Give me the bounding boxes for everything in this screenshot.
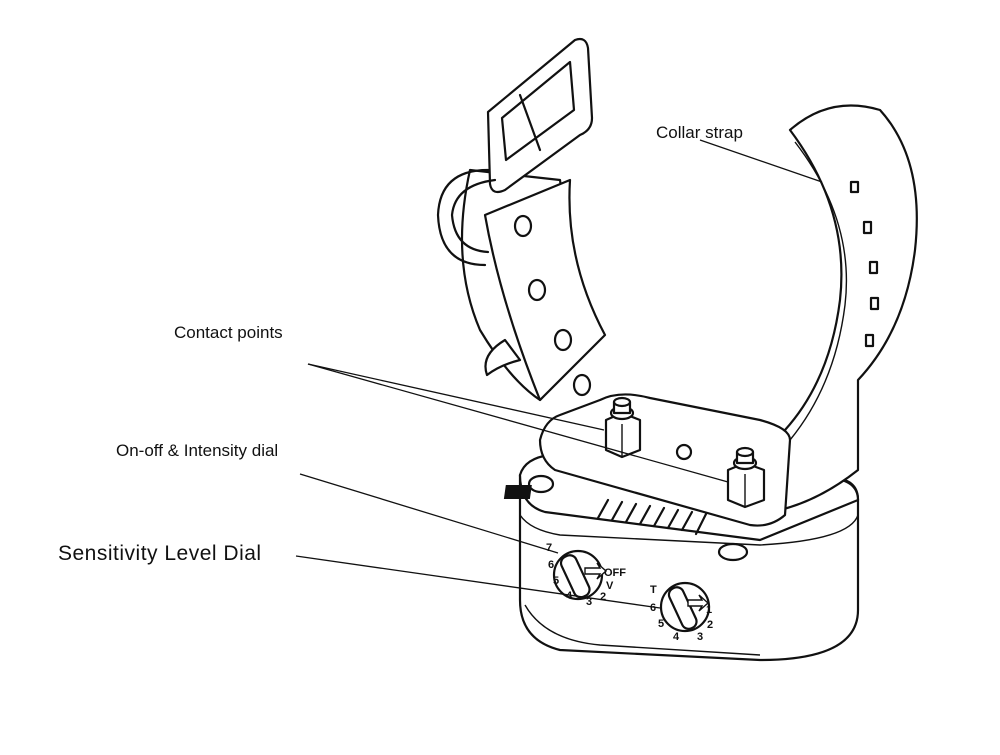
dial-number: 2: [600, 591, 606, 603]
dial-number: 5: [553, 575, 559, 587]
label-collar-strap: Collar strap: [656, 123, 743, 142]
dial-off-label: OFF: [604, 567, 626, 579]
vent-slots: [596, 498, 708, 536]
label-contact-points: Contact points: [174, 323, 283, 342]
dial-number: 4: [673, 631, 680, 643]
contact-point-right: [726, 446, 766, 509]
buckle-icon: [436, 37, 594, 267]
strap-hole-9: [572, 373, 592, 397]
dial-v-label: V: [606, 580, 614, 592]
dial-number: 4: [566, 590, 573, 602]
strap-hole-1: [849, 180, 860, 194]
screw-hole-left: [527, 474, 555, 494]
strap-hole-6: [513, 214, 533, 238]
strap-hole-8: [553, 328, 573, 352]
arrow-icon: [584, 562, 608, 580]
dial-number: 3: [697, 631, 703, 643]
intensity-dial: 7 6 5 4 3 2 OFF V: [546, 542, 626, 608]
strap-hole-3: [868, 260, 879, 275]
arrow-icon: [687, 594, 710, 612]
leader-intensity-dial: [299, 473, 559, 554]
dial-number: 5: [658, 618, 664, 630]
strap-hole-7: [527, 278, 547, 302]
strap-hole-4: [869, 296, 880, 311]
leader-sensitivity-dial: [295, 555, 661, 609]
dial-number: 2: [707, 619, 713, 631]
leader-contact-left: [307, 363, 605, 431]
label-intensity-dial: On-off & Intensity dial: [116, 441, 279, 460]
contact-point-left: [604, 396, 642, 459]
screw-hole-right: [717, 542, 749, 562]
strap-hole-10: [675, 443, 693, 461]
dial-number: 1: [706, 604, 712, 616]
label-sensitivity-dial: Sensitivity Level Dial: [58, 542, 262, 565]
strap-hole-5: [864, 333, 875, 348]
leader-contact-right: [307, 363, 729, 483]
dial-number: 6: [650, 602, 656, 614]
strap-hole-2: [862, 220, 873, 235]
sensitivity-dial: T 6 5 4 3 2 1: [650, 581, 713, 643]
dial-t-label: T: [650, 584, 657, 596]
dial-number: 6: [548, 559, 554, 571]
brand-logo: [503, 485, 532, 499]
collar-strap: [460, 104, 918, 527]
leader-collar-strap: [699, 139, 823, 183]
dial-number: 7: [546, 542, 552, 554]
dial-number: 3: [586, 596, 592, 608]
